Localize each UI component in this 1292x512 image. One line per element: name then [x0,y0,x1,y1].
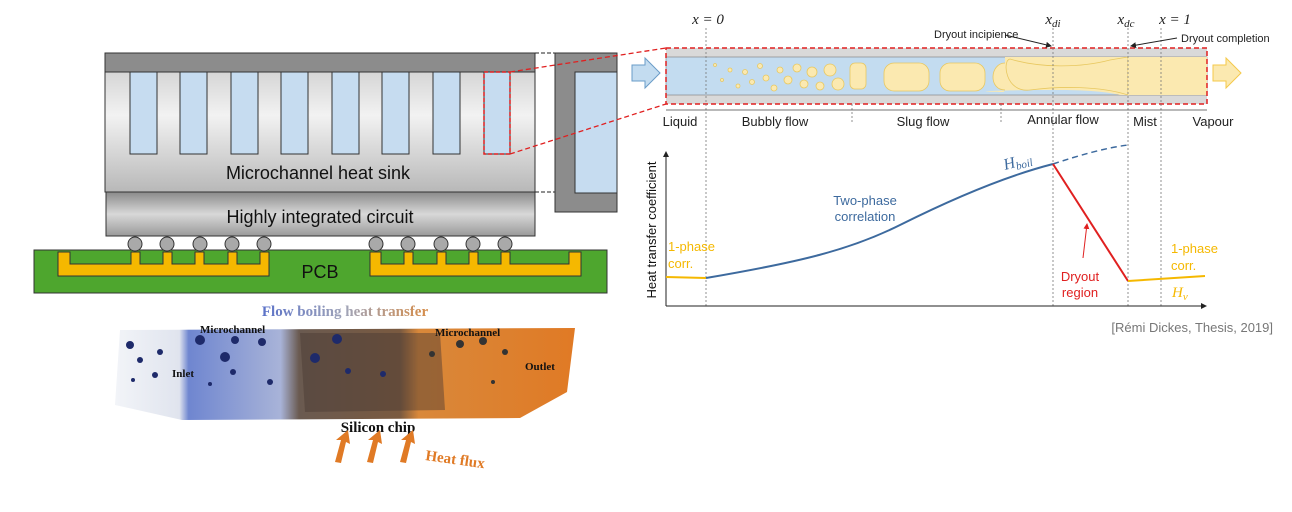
regime-liquid: Liquid [663,114,698,129]
microchannel-left-label: Microchannel [200,324,265,336]
heat-flux-label: Heat flux [424,448,486,472]
zoom-line [509,47,667,73]
zoom-box [665,47,1208,105]
regime-vapour: Vapour [1193,114,1235,129]
heat-sink-label: Microchannel heat sink [226,163,411,183]
quality-markers [705,28,1162,306]
citation: [Rémi Dickes, Thesis, 2019] [1111,320,1273,335]
h-v-label: Hv [1171,285,1188,303]
pointer-arrow [1004,34,1052,48]
inlet-label: Inlet [172,368,194,380]
flow-boiling-illustration: Flow boiling heat transfer Microchannel … [115,304,575,472]
arrow-icon [400,430,415,463]
inlet-arrow-icon [631,56,661,90]
illustration-title: Flow boiling heat transfer [262,304,429,320]
microchannels [129,71,511,155]
heat-flux-arrows [335,430,415,463]
highlight-box [483,71,511,155]
microchannel [179,71,208,155]
y-axis-label: Heat transfer coefficient [644,161,659,298]
bubbles [126,334,508,386]
htc-plot: Heat transfer coefficient Hboil Two-phas… [644,144,1218,309]
marker-xdi: xdi [1044,12,1060,30]
single-phase-curve-left [665,276,707,279]
integrated-circuit [105,191,536,237]
microchannel [331,71,360,155]
flow-regime-tube [631,47,1242,105]
dryout-curve [1052,163,1129,282]
regime-slug: Slug flow [897,114,950,129]
microchannel [129,71,158,155]
single-phase-curve-right [1127,275,1206,282]
microchannel-highlighted [483,71,511,155]
extrapolated-curve [1052,144,1129,165]
arrow-icon [335,430,350,463]
vapour-region [1128,57,1207,95]
microchannel [381,71,410,155]
silicon-chip-label: Silicon chip [341,420,416,436]
channel-slab [115,328,575,420]
regime-bubbly: Bubbly flow [742,114,809,129]
dryout-pointer [1082,223,1090,259]
heat-sink-cover [104,52,536,73]
pointer-arrow [1130,37,1178,49]
microchannel-right-label: Microchannel [435,327,500,339]
marker-x1: x = 1 [1158,12,1191,28]
zoom-line [509,103,667,155]
dryout-incipience-label: Dryout incipience [934,29,1018,41]
pcb-label: PCB [301,262,338,282]
pcb-trace-right [369,251,582,277]
heat-sink-diagram: Microchannel heat sink Highly integrated… [33,47,667,294]
microchannel [280,71,309,155]
microchannel [230,71,259,155]
outlet-arrow-icon [1212,56,1242,90]
solder-balls [127,236,513,252]
marker-xdc: xdc [1116,12,1134,30]
silicon-chip-shape [300,333,445,412]
microchannel [432,71,461,155]
marker-x0: x = 0 [691,12,724,28]
pcb-trace-left [57,251,270,277]
regime-mist: Mist [1133,114,1157,129]
arrow-icon [367,430,382,463]
regime-annular: Annular flow [1027,112,1099,127]
bubbles-and-slugs [713,62,1006,92]
two-phase-curve [705,163,1054,279]
dryout-completion-label: Dryout completion [1181,33,1270,45]
annular-vapour-core [1005,56,1129,96]
outlet-label: Outlet [525,361,555,373]
circuit-label: Highly integrated circuit [226,207,413,227]
h-boil-label: Hboil [1001,150,1035,176]
heat-sink-body [104,52,536,193]
